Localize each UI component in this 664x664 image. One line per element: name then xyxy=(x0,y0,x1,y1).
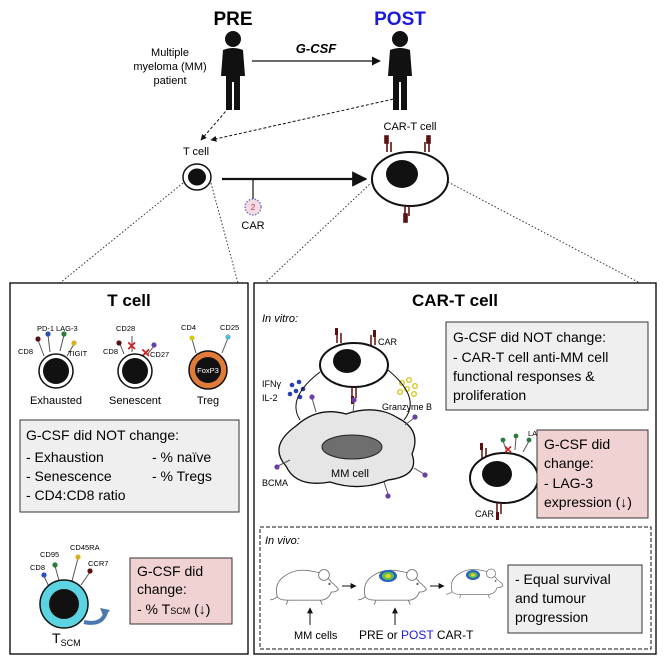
tumour-marker-2 xyxy=(379,570,397,582)
bcma-label: BCMA xyxy=(262,478,288,488)
tcell-nucleus xyxy=(188,168,206,186)
pre-to-tcell-arrow xyxy=(200,103,233,141)
senescent-marker-cd27: CD27 xyxy=(150,350,169,359)
tscm-cell xyxy=(39,554,110,629)
post-patient-icon xyxy=(388,31,412,110)
exhausted-marker-lag3: LAG-3 xyxy=(56,324,78,333)
outcome-line-1: - Equal survival xyxy=(515,571,611,587)
outcome-line-2: and tumour xyxy=(515,590,586,606)
senescent-marker-cd8: CD8 xyxy=(103,347,118,356)
left-change-line-2: change: xyxy=(137,581,187,597)
right-no-change-line-3: functional responses & xyxy=(453,368,595,384)
cart-panel-title: CAR-T cell xyxy=(412,291,498,310)
ifn-il2-dots xyxy=(287,379,306,400)
left-no-change-item-3: - CD4:CD8 ratio xyxy=(26,487,126,503)
invitro-connector-left xyxy=(295,371,321,421)
left-no-change-box xyxy=(19,419,240,513)
tcell-label: T cell xyxy=(183,146,209,158)
treg-marker-cd4: CD4 xyxy=(181,323,196,332)
exhausted-marker-cd8: CD8 xyxy=(18,347,33,356)
tscm-label: TSCM xyxy=(52,630,81,648)
right-change-line-3: - LAG-3 xyxy=(544,475,593,491)
zoom-lines xyxy=(59,181,641,284)
tscm-marker-cd45ra: CD45RA xyxy=(70,543,100,552)
left-no-change-item-2: - Senescence xyxy=(26,468,112,484)
in-vivo-label: In vivo: xyxy=(265,535,300,547)
bcma-receptors xyxy=(277,397,425,495)
senescent-nucleus xyxy=(122,358,148,384)
cytokine-ifng: IFNγ xyxy=(262,379,281,389)
lag3-x-mark: × xyxy=(504,441,512,457)
tcell-panel-title: T cell xyxy=(107,291,150,310)
post-to-tcell-arrow xyxy=(210,97,399,142)
right-change-line-4: expression (↓) xyxy=(544,494,632,510)
right-no-change-box xyxy=(445,321,649,411)
right-change-line-2: change: xyxy=(544,455,594,471)
invitro-connector-right xyxy=(387,369,411,421)
tscm-marker-cd8: CD8 xyxy=(30,563,45,572)
exhausted-label: Exhausted xyxy=(30,395,82,407)
senescent-marker-cd28: CD28 xyxy=(116,324,135,333)
right-no-change-line-4: proliferation xyxy=(453,387,526,403)
treg-marker-cd25: CD25 xyxy=(220,323,239,332)
right-change-box xyxy=(536,429,649,519)
exhausted-marker-pd1: PD-1 xyxy=(37,324,54,333)
tscm-marker-ccr7: CCR7 xyxy=(88,559,108,568)
outcome-line-3: progression xyxy=(515,609,588,625)
exhausted-marker-tigit: TIGIT xyxy=(68,349,88,358)
tumour-marker-3 xyxy=(466,570,480,580)
car-vector-number: 2 xyxy=(251,203,256,212)
tscm-marker-cd95: CD95 xyxy=(40,550,59,559)
cytokine-il2: IL-2 xyxy=(262,393,278,403)
treg-cell xyxy=(188,334,231,390)
granzyme-label: Granzyme B xyxy=(382,402,432,412)
lag3-car-label: CAR xyxy=(475,509,495,519)
invitro-car-label: CAR xyxy=(378,337,398,347)
car-vector-icon xyxy=(244,198,262,216)
invitro-cart-cell xyxy=(319,328,389,404)
cart-cell-label: CAR-T cell xyxy=(384,121,437,133)
senescent-cell xyxy=(116,336,157,356)
lag3-cart-cell xyxy=(469,433,539,520)
senescent-x-cd27: × xyxy=(141,345,150,362)
in-vitro-label: In vitro: xyxy=(262,313,298,325)
left-no-change-item-1: - Exhaustion xyxy=(26,449,104,465)
left-no-change-item-5: - % Tregs xyxy=(152,468,212,484)
right-no-change-line-2: - CAR-T cell anti-MM cell xyxy=(453,349,608,365)
left-no-change-item-4: - % naïve xyxy=(152,449,211,465)
senescent-label: Senescent xyxy=(109,395,161,407)
patient-label-line-3: patient xyxy=(153,75,186,87)
exhausted-cell xyxy=(35,331,77,389)
left-no-change-title: G-CSF did NOT change: xyxy=(26,427,179,443)
pre-post-cart-label: PRE or POST CAR-T xyxy=(359,628,474,642)
left-change-line-1: G-CSF did xyxy=(137,563,203,579)
patient-label-line-2: myeloma (MM) xyxy=(133,61,206,73)
car-vector-label: CAR xyxy=(241,220,264,232)
right-change-line-1: G-CSF did xyxy=(544,436,610,452)
cart-car-receptors xyxy=(384,135,431,223)
senescent-x-cd28: × xyxy=(127,338,136,355)
cart-cell-nucleus xyxy=(386,160,418,188)
treg-label: Treg xyxy=(197,395,219,407)
mm-cells-label: MM cells xyxy=(294,630,338,642)
patient-label-line-1: Multiple xyxy=(151,47,189,59)
treg-nucleus-label: FoxP3 xyxy=(197,366,219,375)
in-vivo-outcome-box xyxy=(507,564,643,634)
pre-label: PRE xyxy=(213,9,252,30)
left-change-box xyxy=(129,557,233,625)
mm-cell-nucleus xyxy=(321,434,383,460)
post-label: POST xyxy=(374,9,426,30)
left-change-item: - % TSCM (↓) xyxy=(137,601,210,617)
gcsf-label: G-CSF xyxy=(296,41,338,56)
right-no-change-line-1: G-CSF did NOT change: xyxy=(453,329,606,345)
pre-patient-icon xyxy=(221,31,245,110)
mm-cell-label: MM cell xyxy=(331,468,369,480)
bcma-dots xyxy=(274,394,428,499)
